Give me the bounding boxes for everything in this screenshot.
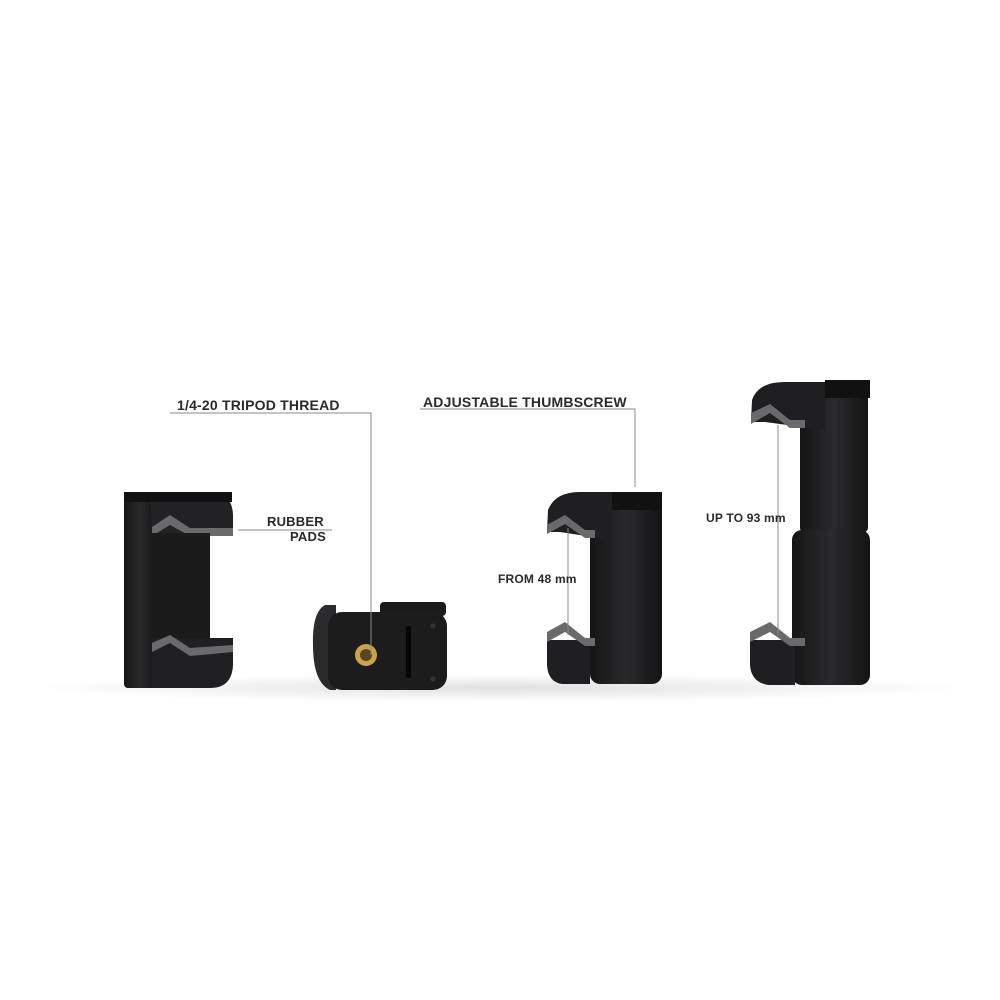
pads-label: PADS	[290, 529, 326, 544]
min-width-label: FROM 48 mm	[498, 572, 577, 586]
max-width-label: UP TO 93 mm	[706, 511, 786, 525]
rubber-label: RUBBER	[267, 514, 324, 529]
thumbscrew-label: ADJUSTABLE THUMBSCREW	[423, 394, 627, 410]
clamp-side-view	[124, 492, 233, 688]
thumbscrew-extended	[825, 380, 870, 398]
floor-shadow	[30, 674, 970, 702]
clamp-bottom-view	[312, 602, 447, 690]
thumbscrew	[612, 492, 662, 510]
clamp-minimum-width	[547, 492, 662, 684]
rubber-pad-top	[152, 515, 233, 536]
clamp-maximum-width	[750, 380, 870, 685]
rubber-pad-bottom	[152, 635, 233, 656]
leader-lines	[170, 408, 779, 655]
tripod-thread-label: 1/4-20 TRIPOD THREAD	[177, 397, 340, 413]
